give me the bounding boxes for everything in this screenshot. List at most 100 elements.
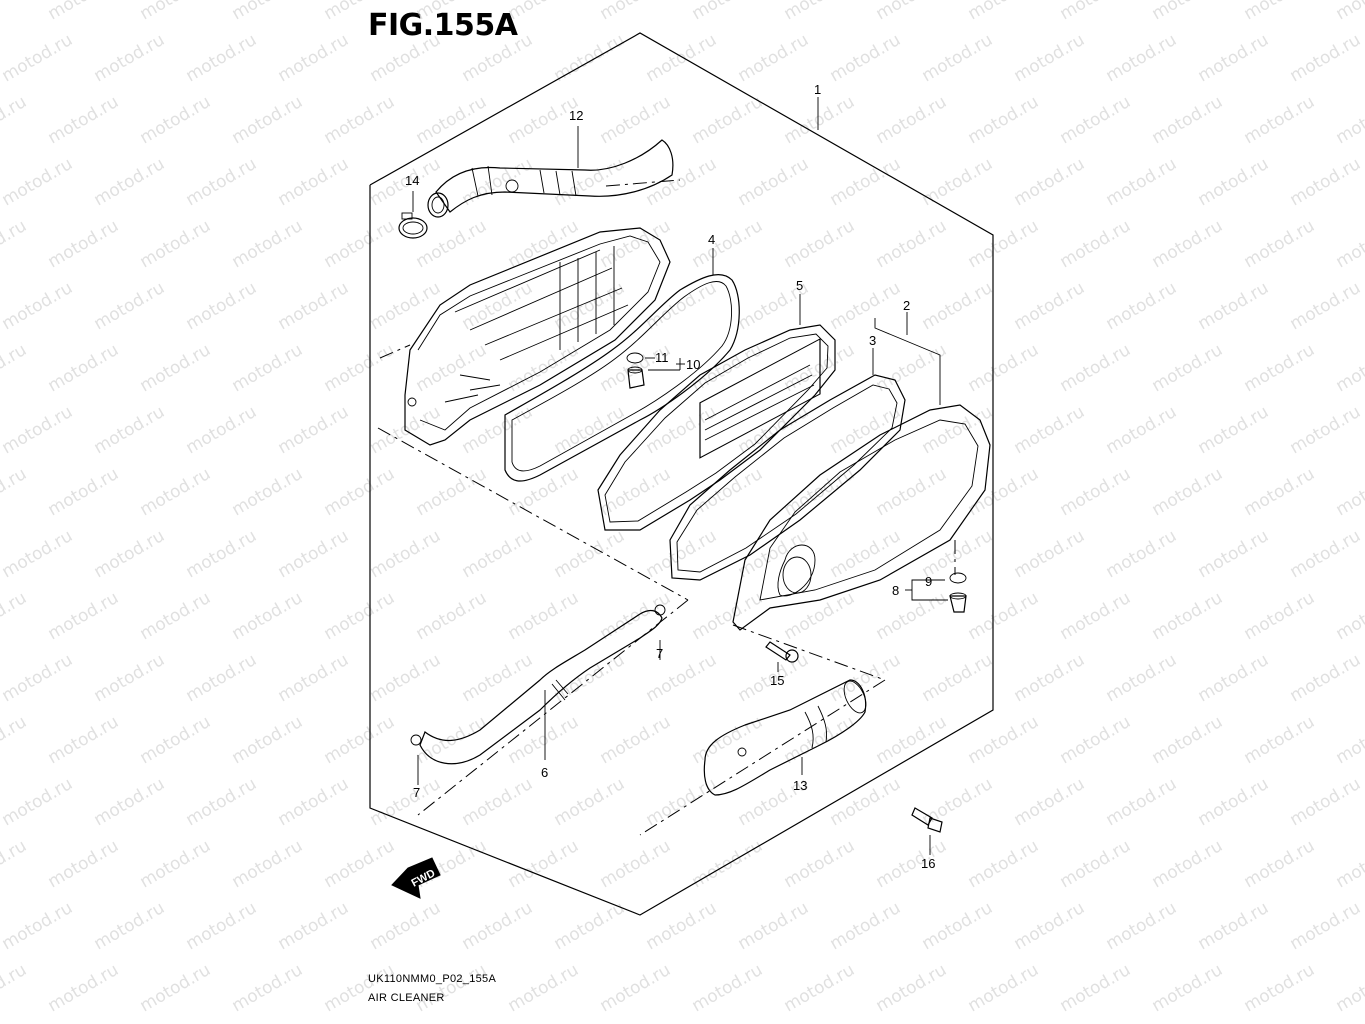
watermark-text: motod.ru: [919, 154, 997, 210]
callout-3: 3: [869, 333, 876, 348]
watermark-text: motod.ru: [873, 836, 951, 892]
watermark-text: motod.ru: [505, 712, 583, 768]
outlet-duct-part: [703, 679, 867, 796]
watermark-text: motod.ru: [1241, 464, 1319, 520]
watermark-text: motod.ru: [1241, 340, 1319, 396]
watermark-text: motod.ru: [0, 402, 76, 458]
watermark-text: motod.ru: [689, 588, 767, 644]
watermark-text: motod.ru: [0, 960, 30, 1016]
watermark-text: motod.ru: [827, 402, 905, 458]
watermark-text: motod.ru: [1057, 588, 1135, 644]
watermark-text: motod.ru: [597, 588, 675, 644]
watermark-text: motod.ru: [1149, 464, 1227, 520]
watermark-text: motod.ru: [689, 0, 767, 24]
watermark-text: motod.ru: [459, 650, 537, 706]
watermark-text: motod.ru: [1103, 526, 1181, 582]
watermark-text: motod.ru: [45, 340, 123, 396]
watermark-text: motod.ru: [551, 154, 629, 210]
figure-code: UK110NMM0_P02_155A: [368, 973, 497, 985]
watermark-text: motod.ru: [0, 836, 30, 892]
watermark-text: motod.ru: [873, 0, 951, 24]
watermark-text: motod.ru: [1333, 712, 1365, 768]
watermark-text: motod.ru: [1011, 154, 1089, 210]
watermark-text: motod.ru: [367, 898, 445, 954]
watermark-text: motod.ru: [0, 30, 76, 86]
watermark-text: motod.ru: [45, 836, 123, 892]
watermark-text: motod.ru: [1241, 836, 1319, 892]
watermark-text: motod.ru: [321, 464, 399, 520]
watermark-text: motod.ru: [1195, 402, 1273, 458]
watermark-text: motod.ru: [413, 588, 491, 644]
watermark-text: motod.ru: [1011, 526, 1089, 582]
watermark-text: motod.ru: [1195, 278, 1273, 334]
watermark-text: motod.ru: [965, 92, 1043, 148]
watermark-text: motod.ru: [229, 340, 307, 396]
watermark-text: motod.ru: [1287, 898, 1365, 954]
watermark-text: motod.ru: [229, 0, 307, 24]
cover-gasket-part: [669, 348, 906, 581]
watermark-text: motod.ru: [919, 278, 997, 334]
watermark-text: motod.ru: [965, 960, 1043, 1016]
watermark-text: motod.ru: [321, 836, 399, 892]
callout-15: 15: [770, 673, 784, 688]
watermark-text: motod.ru: [781, 464, 859, 520]
watermark-text: motod.ru: [413, 960, 491, 1016]
watermark-text: motod.ru: [1195, 898, 1273, 954]
watermark-text: motod.ru: [367, 278, 445, 334]
watermark-text: motod.ru: [0, 340, 30, 396]
watermark-text: motod.ru: [45, 216, 123, 272]
watermark-text: motod.ru: [137, 712, 215, 768]
watermark-text: motod.ru: [229, 712, 307, 768]
watermark-text: motod.ru: [551, 278, 629, 334]
figure-name: AIR CLEANER: [368, 992, 445, 1004]
watermark-text: motod.ru: [275, 898, 353, 954]
watermark-text: motod.ru: [919, 30, 997, 86]
watermark-text: motod.ru: [919, 898, 997, 954]
watermark-text: motod.ru: [735, 30, 813, 86]
watermark-text: motod.ru: [367, 526, 445, 582]
watermark-text: motod.ru: [1287, 402, 1365, 458]
watermark-text: motod.ru: [781, 340, 859, 396]
watermark-text: motod.ru: [413, 340, 491, 396]
watermark-text: motod.ru: [781, 588, 859, 644]
watermark-text: motod.ru: [1011, 774, 1089, 830]
watermark-text: motod.ru: [597, 340, 675, 396]
watermark-text: motod.ru: [505, 960, 583, 1016]
watermark-text: motod.ru: [45, 588, 123, 644]
watermark-text: motod.ru: [0, 464, 30, 520]
watermark-text: motod.ru: [367, 30, 445, 86]
watermark-text: motod.ru: [827, 526, 905, 582]
watermark-text: motod.ru: [91, 898, 169, 954]
watermark-text: motod.ru: [0, 588, 30, 644]
watermark-text: motod.ru: [321, 960, 399, 1016]
watermark-text: motod.ru: [827, 774, 905, 830]
watermark-text: motod.ru: [413, 216, 491, 272]
watermark-text: motod.ru: [1241, 588, 1319, 644]
watermark-text: motod.ru: [781, 216, 859, 272]
watermark-text: motod.ru: [1149, 0, 1227, 24]
watermark-text: motod.ru: [275, 30, 353, 86]
watermark-text: motod.ru: [1241, 216, 1319, 272]
watermark-text: motod.ru: [1195, 650, 1273, 706]
watermark-text: motod.ru: [827, 898, 905, 954]
watermark-text: motod.ru: [1057, 464, 1135, 520]
watermark-text: motod.ru: [1333, 0, 1365, 24]
watermark-text: motod.ru: [45, 92, 123, 148]
watermark-text: motod.ru: [137, 836, 215, 892]
watermark-text: motod.ru: [827, 30, 905, 86]
watermark-text: motod.ru: [965, 588, 1043, 644]
watermark-text: motod.ru: [689, 92, 767, 148]
watermark-text: motod.ru: [1011, 278, 1089, 334]
watermark-text: motod.ru: [0, 0, 30, 24]
watermark-text: motod.ru: [45, 960, 123, 1016]
watermark-text: motod.ru: [1057, 340, 1135, 396]
watermark-text: motod.ru: [965, 340, 1043, 396]
watermark-text: motod.ru: [1241, 712, 1319, 768]
watermark-text: motod.ru: [1241, 960, 1319, 1016]
watermark-text: motod.ru: [183, 278, 261, 334]
air-cleaner-case-part: [404, 227, 671, 446]
watermark-text: motod.ru: [1195, 30, 1273, 86]
watermark-text: motod.ru: [413, 464, 491, 520]
